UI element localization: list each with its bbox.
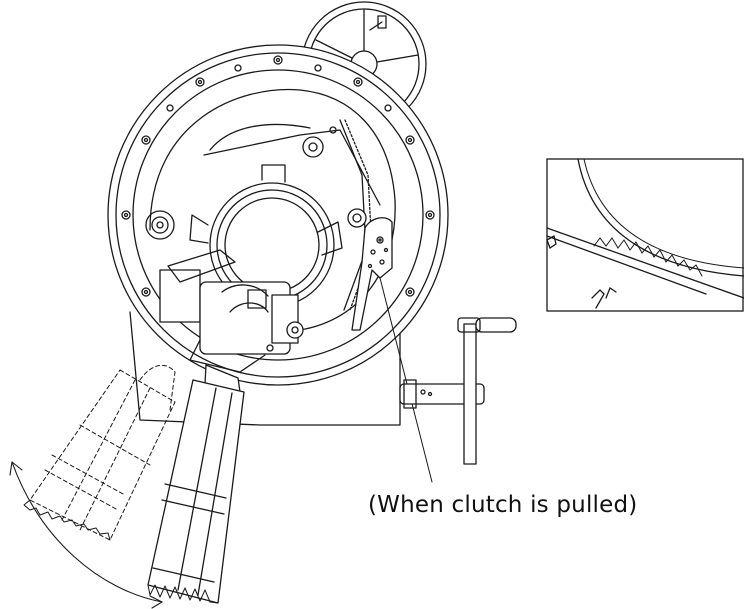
- motor-unit: [147, 364, 245, 604]
- gear-head: [159, 249, 304, 373]
- clutch-lever: [347, 208, 393, 331]
- gear-detail-inset: [546, 158, 744, 312]
- crank-handle: [399, 317, 517, 465]
- outer-bolts: [121, 55, 435, 297]
- clamp-ring: [145, 88, 396, 331]
- swing-arrow-icon: [9, 461, 163, 609]
- clutch-caption: (When clutch is pulled): [368, 492, 638, 518]
